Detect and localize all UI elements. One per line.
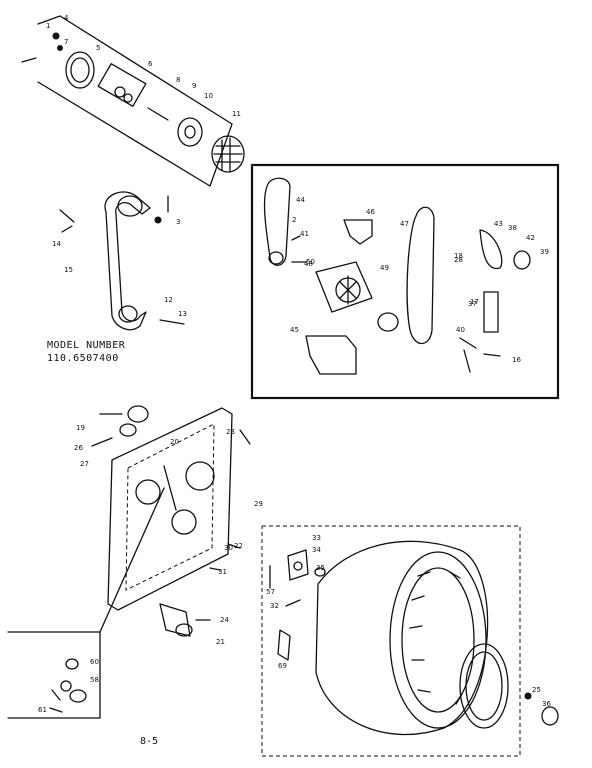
screw-2	[21, 57, 37, 63]
belt-44	[263, 177, 291, 266]
callout-41: 41	[300, 230, 309, 238]
motor-assembly-box	[250, 163, 560, 400]
callout-16: 16	[512, 356, 521, 364]
callout-13: 13	[178, 310, 187, 318]
rear-panel-27	[107, 407, 233, 611]
motor-bracket-46	[305, 335, 357, 375]
seal-26	[119, 423, 137, 437]
callout-11: 11	[232, 110, 241, 118]
model-number-label: MODEL NUMBER	[47, 340, 126, 351]
callout-6: 6	[148, 60, 153, 68]
callout-3: 3	[176, 218, 180, 226]
callout-49: 49	[380, 264, 389, 272]
callout-22: 22	[234, 542, 243, 550]
callout-27: 27	[80, 460, 89, 468]
callout-44: 44	[296, 196, 305, 204]
callout-36: 36	[542, 700, 551, 708]
callout-35: 35	[316, 564, 325, 572]
capacitor-24	[159, 603, 191, 637]
callout-58: 58	[90, 676, 99, 684]
callout-50: 50	[306, 258, 315, 266]
callout-47: 47	[400, 220, 409, 228]
drum-seal-35	[459, 643, 509, 729]
callout-8: 8	[176, 76, 180, 84]
bracket	[163, 465, 177, 511]
callout-60: 60	[90, 658, 99, 666]
callout-34: 34	[312, 546, 321, 554]
callout-15: 15	[64, 266, 73, 274]
idler-pulley	[117, 195, 143, 217]
callout-2: 2	[292, 216, 296, 224]
callout-69: 69	[278, 662, 287, 670]
belt-15	[104, 191, 151, 331]
callout-12: 12	[164, 296, 173, 304]
callout-14: 14	[52, 240, 61, 248]
callout-18: 18	[454, 252, 463, 260]
callout-43: 43	[494, 220, 503, 228]
callout-17: 17	[470, 298, 479, 306]
roller-36	[541, 706, 559, 726]
callout-31: 31	[218, 568, 227, 576]
callout-42: 42	[526, 234, 535, 242]
motor-frame	[250, 163, 560, 400]
callout-26: 26	[74, 444, 83, 452]
motor-pulley-2	[377, 312, 399, 332]
top-pulley-assembly	[21, 15, 245, 187]
slide-69	[277, 629, 291, 661]
inset-frame	[7, 631, 101, 719]
rear-panel-assembly	[91, 405, 251, 637]
callout-23: 23	[226, 428, 235, 436]
bearing-bracket-33	[287, 549, 309, 581]
callout-37: 37	[468, 300, 477, 308]
model-number-block: MODEL NUMBER 110.6507400	[47, 339, 125, 365]
drum-front-ring	[389, 551, 487, 729]
callout-48: 48	[304, 260, 313, 268]
pulley-wheel-5	[65, 51, 95, 89]
idler-43	[479, 229, 503, 270]
left-belt-assembly	[59, 191, 185, 331]
callout-40: 40	[456, 326, 465, 334]
top-assembly-frame	[37, 15, 233, 187]
callout-61: 61	[38, 706, 47, 714]
drum-pulley	[118, 305, 138, 323]
model-number-value: 110.6507400	[47, 353, 119, 364]
callout-21: 21	[216, 638, 225, 646]
callout-29: 29	[254, 500, 263, 508]
seal-19	[127, 405, 149, 423]
idler-bracket-6	[97, 63, 147, 107]
drum-frame	[261, 525, 521, 757]
motor-48	[315, 261, 373, 313]
wheel-10	[177, 117, 203, 147]
pulley-42	[513, 250, 531, 270]
callout-25: 25	[532, 686, 541, 694]
callout-1: 1	[46, 22, 50, 30]
callout-10: 10	[204, 92, 213, 100]
callout-39: 39	[540, 248, 549, 256]
blower-wheel-11	[211, 135, 245, 173]
inset-detail	[7, 631, 101, 719]
callout-7: 7	[64, 38, 68, 46]
callout-38: 38	[508, 224, 517, 232]
callout-24: 24	[220, 616, 229, 624]
callout-labels: 1 2 3 4 5 6 7 8 9 10 11 12 13 14 15 16 1…	[38, 14, 551, 714]
clip-46	[343, 219, 373, 245]
callout-33: 33	[312, 534, 321, 542]
belt-47	[406, 206, 435, 345]
callout-9: 9	[192, 82, 196, 90]
shaft-8	[147, 107, 169, 121]
callout-30: 30	[224, 544, 233, 552]
callout-46: 46	[366, 208, 375, 216]
callout-32: 32	[270, 602, 279, 610]
callout-28: 28	[454, 256, 463, 264]
callout-5: 5	[96, 44, 100, 52]
callout-45: 45	[290, 326, 299, 334]
callout-57: 57	[266, 588, 275, 596]
page-number: 8-5	[140, 736, 159, 747]
callout-20: 20	[170, 438, 179, 446]
bracket-17	[483, 291, 499, 333]
callout-4: 4	[64, 14, 69, 22]
drum-assembly-box	[261, 525, 559, 757]
callout-19: 19	[76, 424, 85, 432]
